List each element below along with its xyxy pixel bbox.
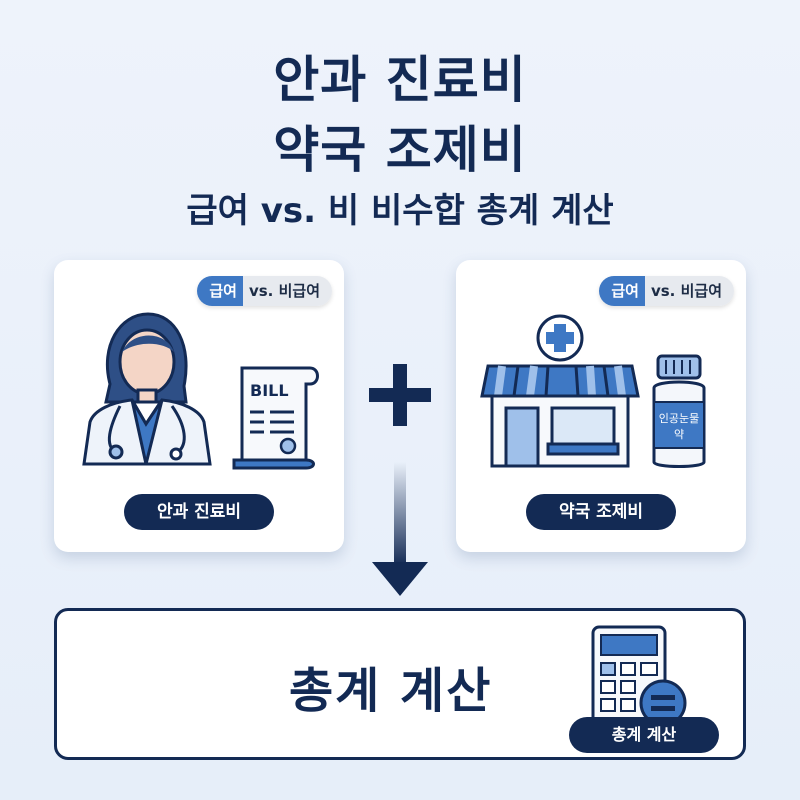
title-line-2: 약국 조제비 — [273, 121, 527, 179]
ophthalmology-fee-label: 안과 진료비 — [124, 494, 274, 530]
down-arrow-icon — [372, 462, 428, 596]
title-line-3: 급여 vs. 비 비수합 총계 계산 — [186, 191, 614, 231]
title-line-1: 안과 진료비 — [273, 51, 527, 109]
ophthalmology-fee-card: 급여 vs. 비급여 BILL 안과 진료비 — [54, 260, 344, 552]
badge-vs-uncovered: vs. 비급여 — [644, 276, 734, 306]
coverage-badge: 급여 vs. 비급여 — [197, 276, 332, 306]
total-calculation-box: 총계 계산 총계 계산 — [54, 608, 746, 760]
bottle-label-line-1: 인공눈물 — [659, 412, 699, 425]
calculator-icon — [591, 625, 687, 727]
eye-drop-bottle-icon: 인공눈물 약 — [652, 354, 706, 468]
plus-icon — [369, 364, 431, 426]
total-calculation-label: 총계 계산 — [569, 717, 719, 753]
badge-covered: 급여 — [197, 276, 243, 306]
doctor-icon — [82, 312, 212, 466]
coverage-badge: 급여 vs. 비급여 — [599, 276, 734, 306]
badge-covered: 급여 — [599, 276, 645, 306]
pharmacy-fee-label: 약국 조제비 — [526, 494, 676, 530]
bottle-label-line-2: 약 — [674, 427, 684, 441]
badge-vs-uncovered: vs. 비급여 — [242, 276, 332, 306]
pharmacy-fee-card: 급여 vs. 비급여 인공눈물 약 약국 조제비 — [456, 260, 746, 552]
pharmacy-store-icon — [480, 314, 640, 468]
total-calculation-text: 총계 계산 — [289, 663, 493, 719]
bill-icon: BILL — [232, 366, 319, 470]
bill-text: BILL — [250, 381, 289, 400]
